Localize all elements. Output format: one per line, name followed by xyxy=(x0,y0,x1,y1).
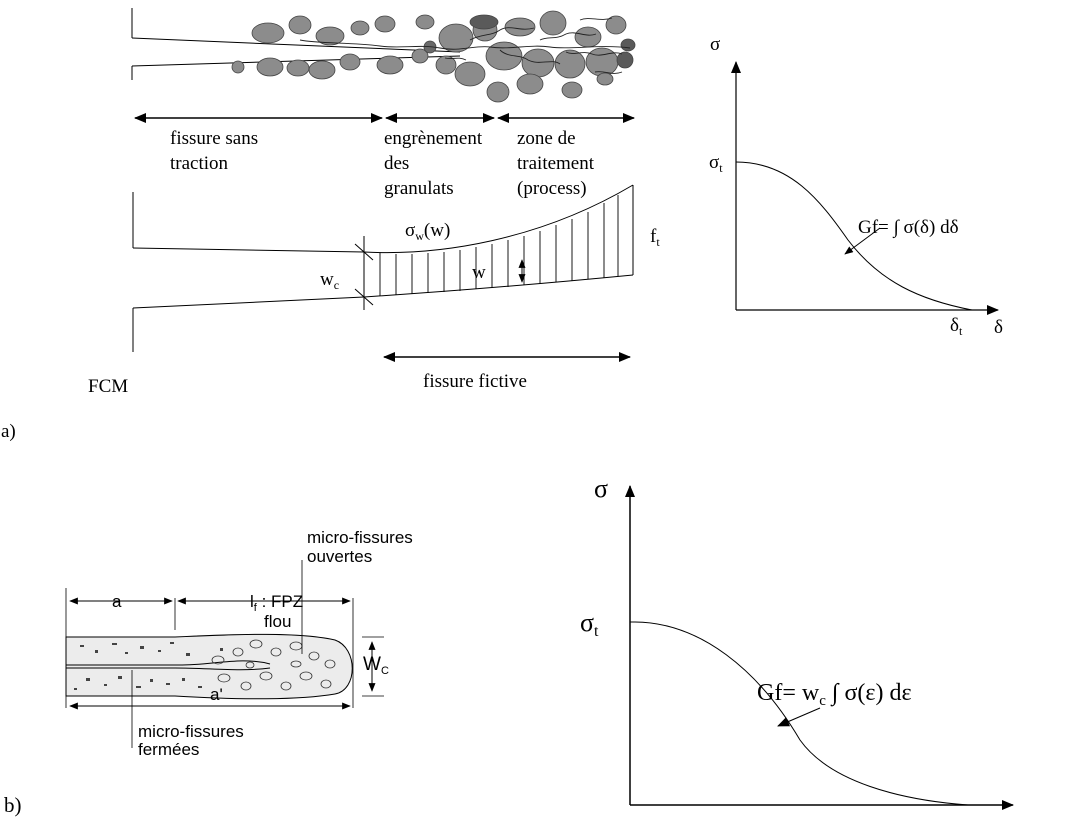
fpz-lf-label: lf : FPZ xyxy=(250,592,303,614)
closed-microcracks-label-2: fermées xyxy=(138,740,199,759)
sigma-w-label: σw(w) xyxy=(405,220,450,243)
fpz-a-prime-label: a' xyxy=(210,685,223,704)
zone-label-no-traction-1: fissure sans xyxy=(170,128,258,149)
graph-b-y-axis-label: σ xyxy=(594,474,608,503)
zone-label-process-2: traitement xyxy=(517,153,595,174)
figure-a-label: a) xyxy=(1,421,16,442)
zone-label-process-3: (process) xyxy=(517,178,587,199)
fpz-sketch xyxy=(65,560,384,748)
graph-b-softening-curve xyxy=(629,621,969,806)
figure-a: fissure sans traction engrènement des gr… xyxy=(1,8,1003,442)
graph-b: σ σt Gf= wc ∫ σ(ε) dε xyxy=(580,474,1014,810)
graph-a-softening-curve xyxy=(735,161,973,311)
figure-b-label: b) xyxy=(4,793,22,817)
open-microcracks-label-1: micro-fissures xyxy=(307,528,413,547)
fictive-crack-label: fissure fictive xyxy=(423,371,527,392)
graph-b-sigma-t-tick: σt xyxy=(580,608,599,640)
open-microcracks-label-2: ouvertes xyxy=(307,547,372,566)
graph-a-formula-pointer xyxy=(844,227,881,255)
graph-b-formula-pointer-arrow xyxy=(777,707,821,727)
figure-b: a lf : FPZ flou micro-fissures ouvertes … xyxy=(4,474,1014,817)
ft-label: ft xyxy=(650,226,660,249)
graph-a-fracture-energy-formula: Gf= ∫ σ(δ) dδ xyxy=(858,217,959,239)
zone-label-interlock-3: granulats xyxy=(384,178,454,199)
wc-label: wc xyxy=(320,269,339,292)
zone-label-process-1: zone de xyxy=(517,128,576,149)
zone-label-interlock-2: des xyxy=(384,153,409,174)
fpz-wc-label: WC xyxy=(363,654,389,677)
fcm-label: FCM xyxy=(88,376,128,397)
graph-b-fracture-energy-formula: Gf= wc ∫ σ(ε) dε xyxy=(757,680,912,709)
graph-a: σ δ σt δt Gf= ∫ σ(δ) dδ xyxy=(709,34,1003,338)
zone-label-no-traction-2: traction xyxy=(170,153,229,174)
graph-a-delta-t-tick: δt xyxy=(950,315,963,338)
fictitious-crack-model xyxy=(132,184,634,352)
graph-a-sigma-t-tick: σt xyxy=(709,152,723,175)
aggregate-crack-band xyxy=(131,8,636,103)
fpz-a-label: a xyxy=(112,592,122,611)
graph-a-y-axis-label: σ xyxy=(710,34,720,55)
fpz-flou-label: flou xyxy=(264,612,291,631)
closed-microcracks-label-1: micro-fissures xyxy=(138,722,244,741)
graph-a-x-axis-label: δ xyxy=(994,317,1003,338)
zone-label-interlock-1: engrènement xyxy=(384,128,483,149)
w-label: w xyxy=(472,262,486,283)
